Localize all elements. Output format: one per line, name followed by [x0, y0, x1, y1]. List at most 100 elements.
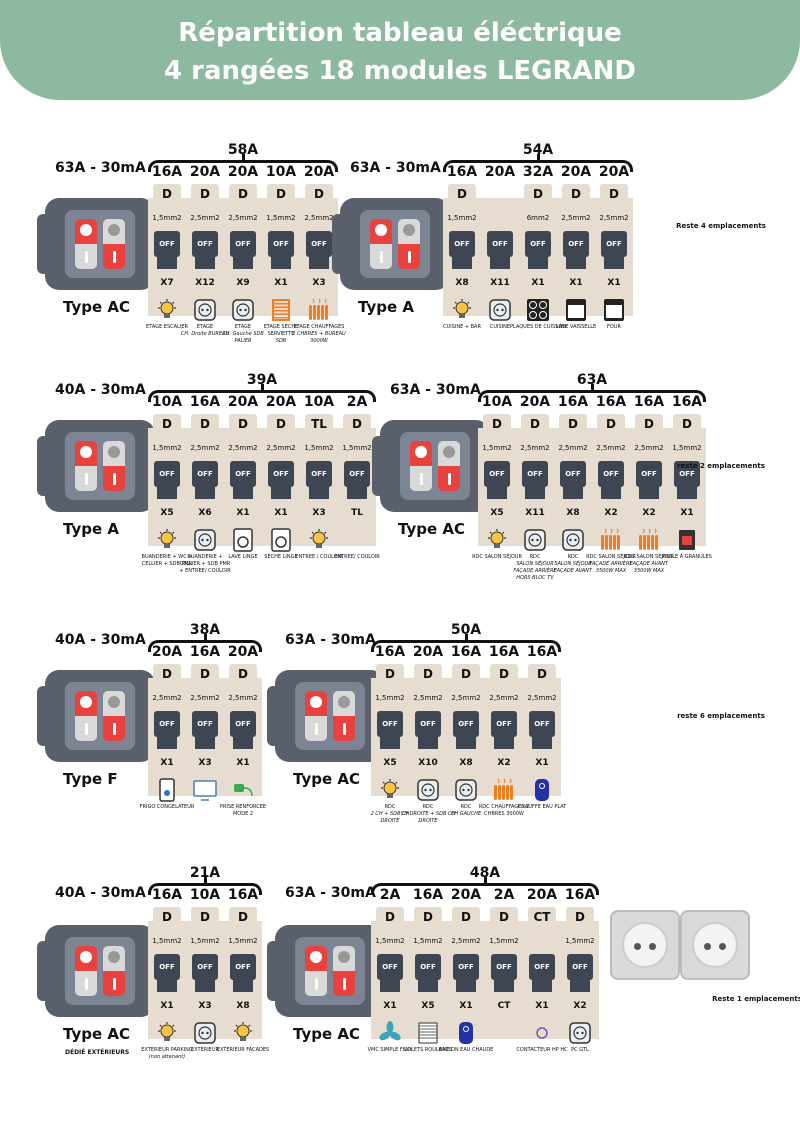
differential-toggle-left[interactable]	[410, 441, 432, 491]
breaker-off-switch[interactable]: OFF	[491, 954, 517, 980]
differential-toggle-right[interactable]	[103, 219, 125, 269]
differential-toggle-right[interactable]	[398, 219, 420, 269]
differential-toggle-left[interactable]	[75, 219, 97, 269]
breaker-off-switch[interactable]: OFF	[230, 954, 256, 980]
breaker-off-switch[interactable]: OFF	[344, 461, 370, 487]
differential-toggle-right[interactable]	[103, 441, 125, 491]
breaker-off-switch[interactable]: OFF	[154, 954, 180, 980]
breaker-off-switch[interactable]: OFF	[674, 461, 700, 487]
breaker-off-switch[interactable]: OFF	[529, 711, 555, 737]
differential-switch[interactable]	[267, 670, 393, 762]
breaker-off-switch[interactable]: OFF	[230, 461, 256, 487]
breaker-off-switch[interactable]: OFF	[560, 461, 586, 487]
breaker-off-switch[interactable]: OFF	[522, 461, 548, 487]
differential-toggle-right[interactable]	[333, 691, 355, 741]
differential-switch[interactable]	[37, 670, 163, 762]
differential-toggle-left[interactable]	[305, 946, 327, 996]
breaker-off-switch[interactable]: OFF	[192, 711, 218, 737]
differential-toggle-right[interactable]	[103, 691, 125, 741]
differential-switch[interactable]	[267, 925, 393, 1017]
breaker-off-switch[interactable]: OFF	[525, 231, 551, 257]
breaker-off-switch[interactable]: OFF	[484, 461, 510, 487]
breaker-off-switch[interactable]: OFF	[491, 711, 517, 737]
differential-switch[interactable]	[332, 198, 458, 290]
differential-switch[interactable]	[37, 925, 163, 1017]
breaker-off-switch[interactable]: OFF	[192, 954, 218, 980]
differential-toggle-left[interactable]	[75, 441, 97, 491]
differential-toggle-left[interactable]	[305, 691, 327, 741]
breaker-off-switch[interactable]: OFF	[154, 461, 180, 487]
breaker-off-switch[interactable]: OFF	[601, 231, 627, 257]
breaker-off-switch[interactable]: OFF	[529, 954, 555, 980]
breaker-off-switch[interactable]: OFF	[192, 461, 218, 487]
differential-toggle-right[interactable]	[333, 946, 355, 996]
breaker-off-switch[interactable]: OFF	[567, 954, 593, 980]
breaker-off-switch[interactable]: OFF	[268, 461, 294, 487]
breaker-off-switch[interactable]: OFF	[306, 461, 332, 487]
breaker-off-switch[interactable]: OFF	[415, 954, 441, 980]
breaker-off-switch[interactable]: OFF	[636, 461, 662, 487]
differential-switch[interactable]	[37, 198, 163, 290]
differential-toggle-right[interactable]	[103, 946, 125, 996]
differential-toggle-left[interactable]	[75, 946, 97, 996]
breaker-off-switch[interactable]: OFF	[230, 711, 256, 737]
breaker-off-switch[interactable]: OFF	[563, 231, 589, 257]
breaker-off-switch[interactable]: OFF	[453, 954, 479, 980]
breaker-off-switch[interactable]: OFF	[154, 231, 180, 257]
breaker-off-switch[interactable]: OFF	[377, 954, 403, 980]
differential-toggle-right[interactable]	[438, 441, 460, 491]
breaker-off-switch[interactable]: OFF	[453, 711, 479, 737]
breaker-off-switch[interactable]: OFF	[487, 231, 513, 257]
breaker-off-switch[interactable]: OFF	[415, 711, 441, 737]
differential-switch[interactable]	[37, 420, 163, 512]
breaker-off-switch[interactable]: OFF	[192, 231, 218, 257]
differential-toggle-left[interactable]	[370, 219, 392, 269]
breaker-off-switch[interactable]: OFF	[306, 231, 332, 257]
differential-switch[interactable]	[372, 420, 498, 512]
breaker-off-switch[interactable]: OFF	[449, 231, 475, 257]
breaker-off-switch[interactable]: OFF	[598, 461, 624, 487]
breaker-off-switch[interactable]: OFF	[268, 231, 294, 257]
breaker-off-switch[interactable]: OFF	[377, 711, 403, 737]
breaker-off-switch[interactable]: OFF	[230, 231, 256, 257]
differential-toggle-left[interactable]	[75, 691, 97, 741]
breaker-off-switch[interactable]: OFF	[154, 711, 180, 737]
